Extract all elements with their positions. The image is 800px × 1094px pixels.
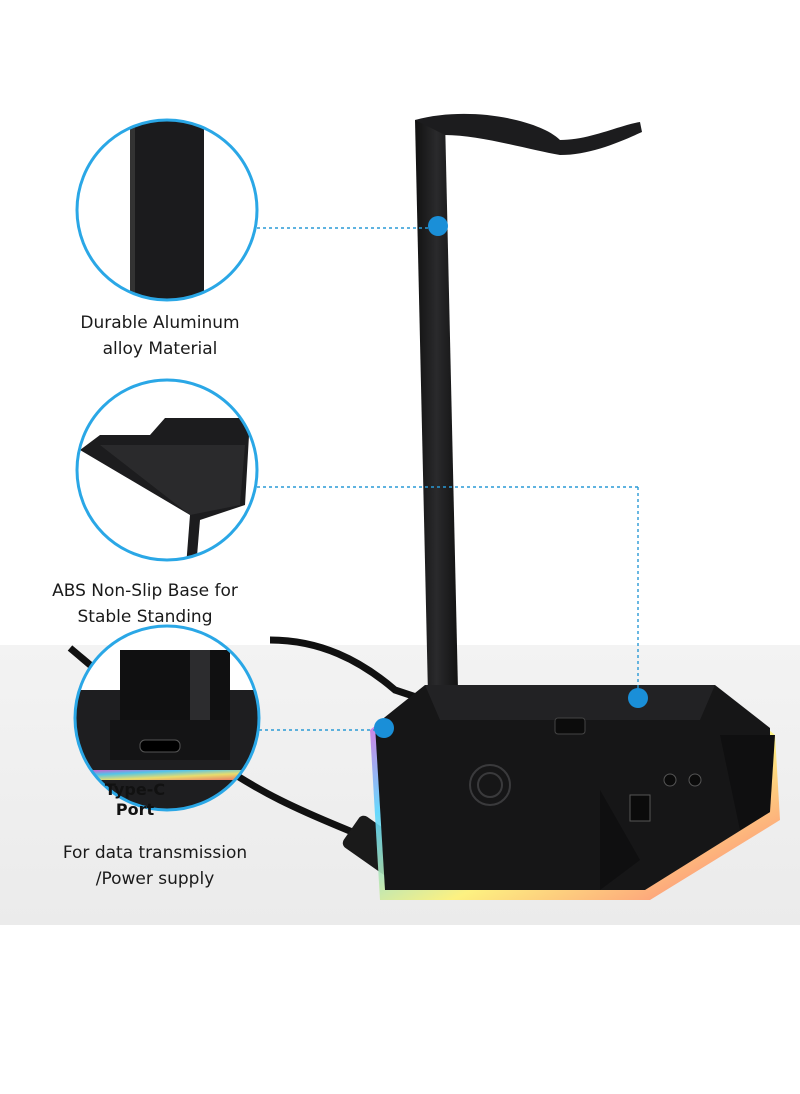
port-title-line1: Type-C — [104, 780, 166, 799]
detail-circle-aluminum — [75, 118, 259, 302]
port-caption: For data transmission /Power supply — [50, 840, 260, 892]
headphone-hook — [415, 113, 642, 155]
marker-dot-base — [628, 688, 648, 708]
leader-lines — [257, 227, 639, 731]
port-title-line2: Port — [115, 800, 155, 819]
material-caption-line1: Durable Aluminum — [80, 313, 240, 333]
port-caption-line1: For data transmission — [62, 843, 248, 863]
port-caption-line2: /Power supply — [95, 869, 215, 889]
base-caption-line1: ABS Non-Slip Base for — [52, 581, 238, 601]
port-title: Type-C Port — [90, 780, 180, 820]
usb-cable — [269, 636, 427, 704]
marker-dot-port — [374, 718, 394, 738]
material-caption-line2: alloy Material — [102, 339, 218, 359]
detail-circle-base — [75, 378, 259, 562]
base-caption-line2: Stable Standing — [77, 607, 213, 627]
material-caption: Durable Aluminum alloy Material — [70, 310, 250, 362]
detail-circle-port — [73, 624, 261, 812]
marker-dot-pole — [428, 216, 448, 236]
base-caption: ABS Non-Slip Base for Stable Standing — [40, 578, 250, 630]
stand-pole — [415, 118, 458, 695]
